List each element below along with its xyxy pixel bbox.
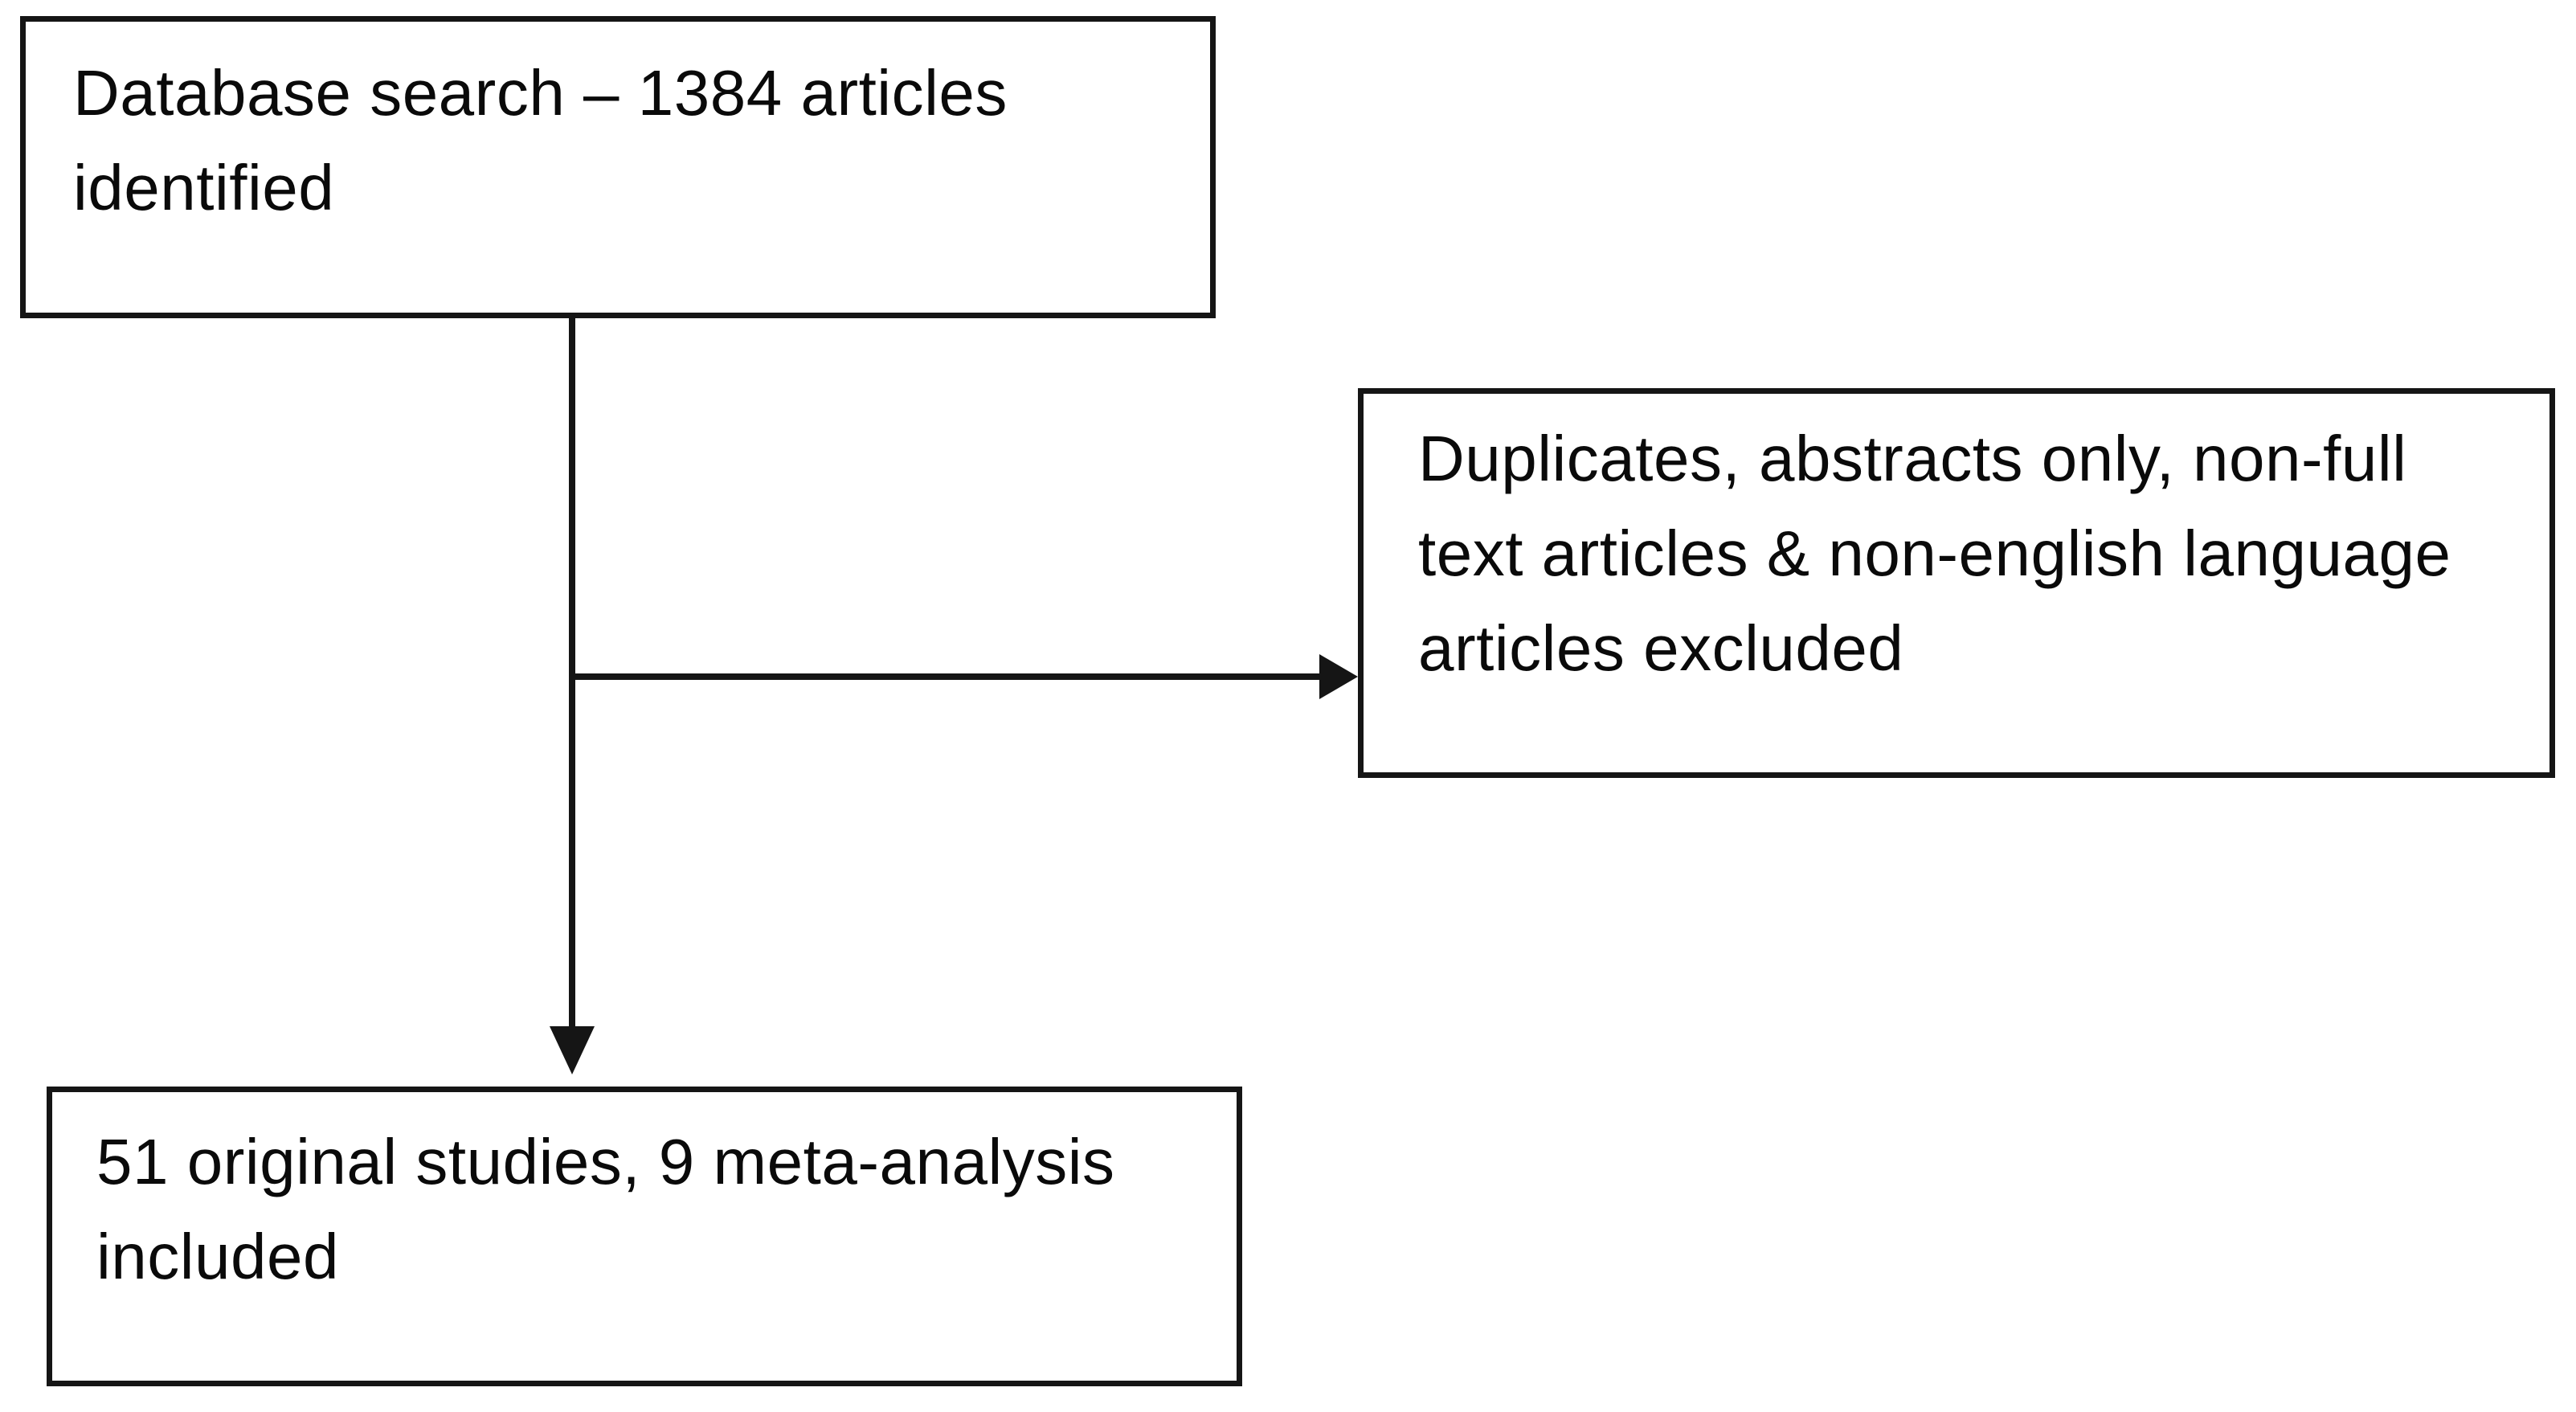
arrow-right-head-icon (1319, 654, 1358, 699)
node-excluded-articles-label: Duplicates, abstracts only, non-full tex… (1418, 423, 2451, 684)
node-database-search-label: Database search – 1384 articles identifi… (73, 57, 1008, 223)
arrow-down-head-icon (550, 1026, 595, 1074)
node-excluded-articles: Duplicates, abstracts only, non-full tex… (1358, 388, 2555, 778)
node-database-search: Database search – 1384 articles identifi… (20, 16, 1216, 318)
node-included-studies: 51 original studies, 9 meta-analysis inc… (47, 1087, 1242, 1386)
arrow-down-shaft (569, 317, 575, 1028)
node-included-studies-label: 51 original studies, 9 meta-analysis inc… (96, 1126, 1115, 1292)
arrow-right-shaft (572, 673, 1322, 680)
